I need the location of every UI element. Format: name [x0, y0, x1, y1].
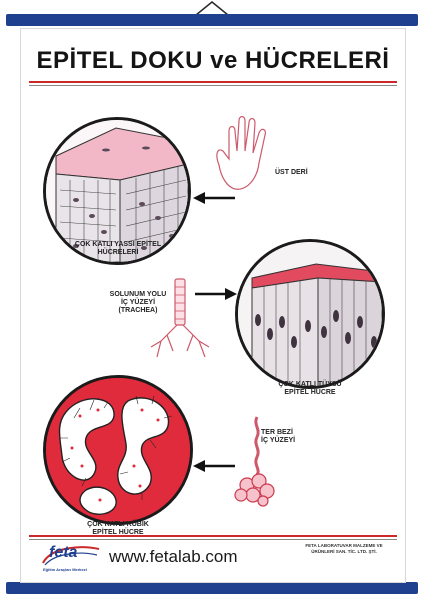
top-rod	[6, 14, 418, 26]
arrow-left-1	[193, 192, 235, 204]
cuboidal-label-1: ÇOK KATLI KÜBİK	[87, 521, 149, 528]
trachea-label-3: (TRACHEA)	[118, 307, 158, 314]
company-line-1: FETA LABORATUVAR MALZEME VE	[305, 543, 383, 548]
squamous-label-2: HÜCRELERİ	[97, 249, 139, 256]
company-line-2: ÜRÜNLERİ SAN. TİC. LTD. ŞTİ.	[311, 548, 377, 554]
cuboidal-label-2: EPİTEL HÜCRE	[92, 529, 144, 536]
ust-deri-label: ÜST DERİ	[275, 169, 308, 176]
trachea-icon	[150, 278, 210, 358]
feta-logo: feta	[41, 543, 101, 567]
sweat-gland-label-2: İÇ YÜZEYİ	[261, 437, 296, 444]
squamous-epithelium-illustration	[43, 117, 191, 265]
title-rule	[29, 81, 397, 83]
company-name: FETA LABORATUVAR MALZEME VE ÜRÜNLERİ SAN…	[291, 543, 397, 554]
ciliated-label-2: EPİTEL HÜCRE	[284, 389, 336, 396]
website-url: www.fetalab.com	[109, 547, 238, 566]
footer-rule-thin	[29, 539, 397, 540]
squamous-label-1: ÇOK KATLI YASSI EPİTEL	[74, 241, 162, 248]
sweat-gland-label-1: TER BEZİ	[261, 429, 293, 436]
logo-text: feta	[49, 544, 78, 561]
poster-title: EPİTEL DOKU ve HÜCRELERİ	[36, 47, 390, 74]
trachea-label-1: SOLUNUM YOLU	[109, 291, 167, 298]
title-rule-thin	[29, 85, 397, 86]
poster-hanger	[195, 1, 229, 16]
ciliated-epithelium-illustration	[235, 239, 385, 389]
bottom-rod	[6, 582, 418, 594]
ciliated-label-1: ÇOK KATLI TÜYSÜ	[278, 381, 342, 388]
cuboidal-epithelium-illustration	[43, 375, 193, 525]
footer-rule	[29, 535, 397, 537]
hand-icon	[216, 115, 266, 190]
trachea-label-2: İÇ YÜZEYİ	[120, 299, 156, 306]
poster: EPİTEL DOKU ve HÜCRELERİ	[20, 28, 406, 583]
arrow-right-2	[195, 288, 237, 300]
sweat-gland-icon	[234, 416, 275, 507]
arrow-left-3	[193, 460, 235, 472]
logo-subtitle: Eğitim Araçları Merkezi	[43, 567, 87, 572]
